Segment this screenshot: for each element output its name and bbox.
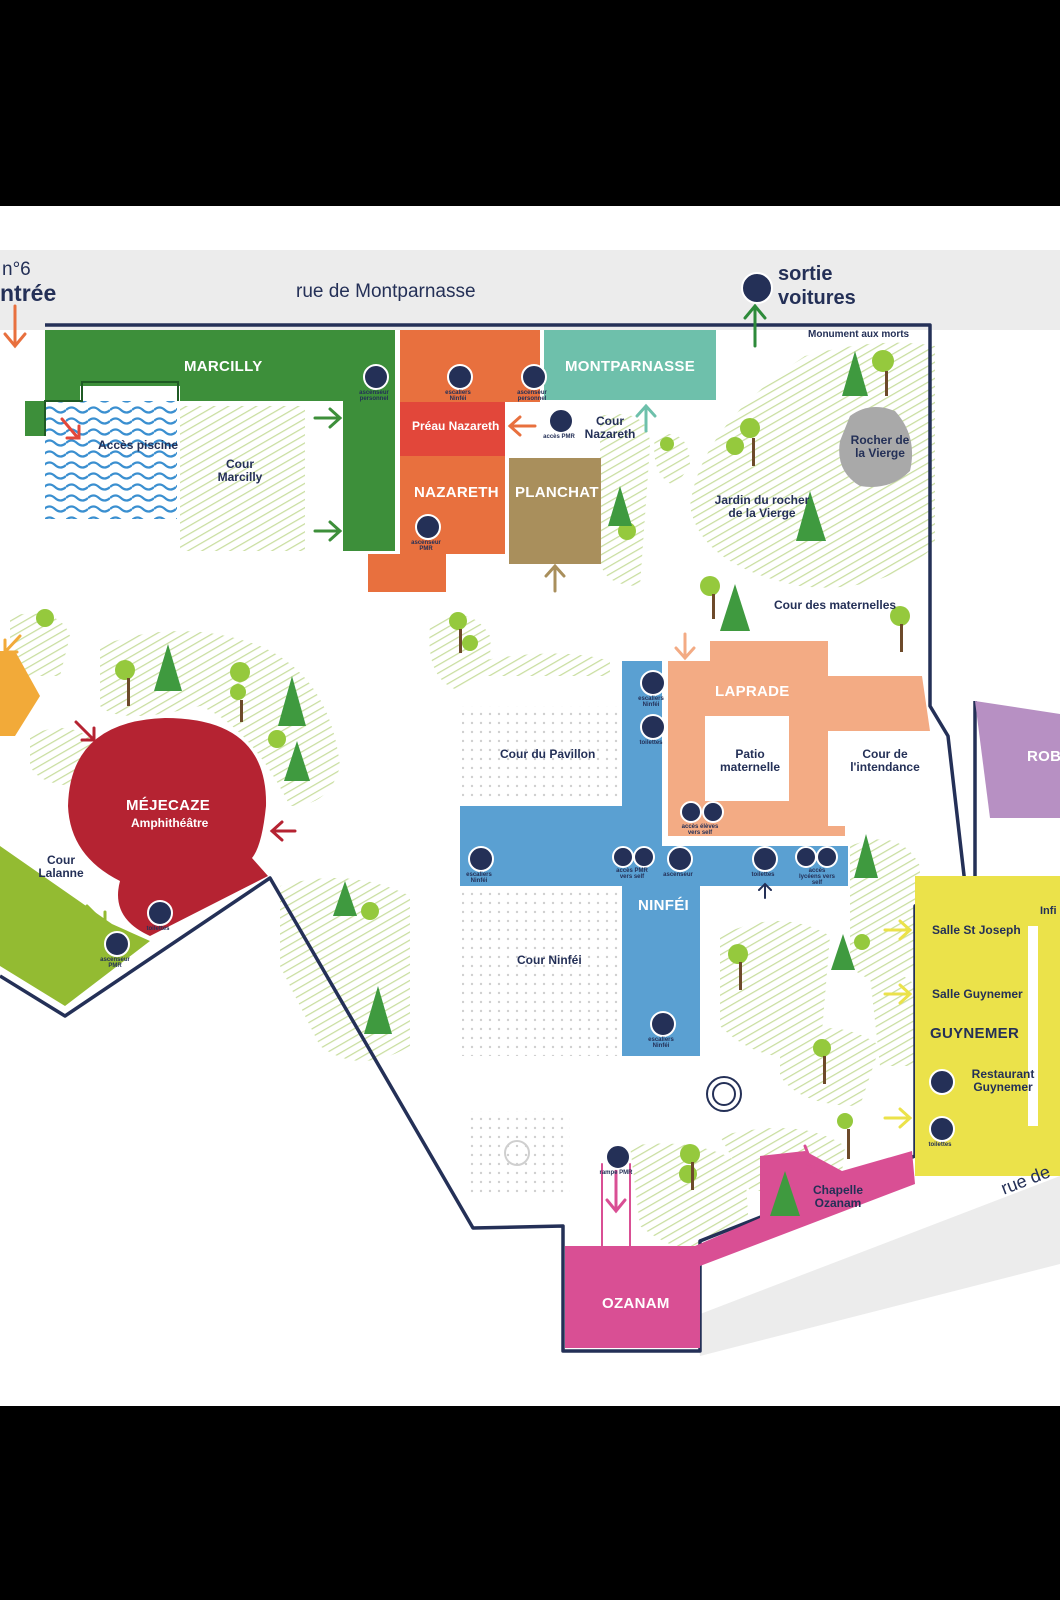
building-mejecaze — [68, 718, 268, 936]
building-lalanne — [0, 846, 150, 1006]
jardin-label: Jardin du rocher de la Vierge — [714, 493, 810, 520]
stairs-icon — [702, 801, 724, 823]
elevator-pmr-icon — [415, 514, 441, 540]
cour-ninfei-label: Cour Ninféi — [517, 953, 582, 967]
car-icon — [741, 272, 773, 304]
building-rob — [975, 701, 1060, 818]
esc-ninfei-caption-4: escaliers Ninféi — [648, 1037, 674, 1049]
building-ozanam — [565, 1151, 915, 1348]
stairs-icon — [447, 364, 473, 390]
stairs-icon — [468, 846, 494, 872]
esc-ninfei-caption-2: escaliers Ninféi — [638, 696, 664, 708]
wheelchair-icon — [605, 1144, 631, 1170]
building-left-orange — [0, 651, 40, 736]
building-montparnasse — [544, 330, 716, 400]
campus-outline — [0, 323, 967, 1353]
toilets-icon — [147, 900, 173, 926]
acces-lyceens-self-caption: accès lycéens vers self — [798, 868, 836, 886]
asc-pmr-caption-2: ascenseur PMR — [100, 957, 130, 969]
rocher-label: Rocher de la Vierge — [850, 433, 910, 460]
infi-label: Infi — [1040, 905, 1057, 917]
cour-bottom-dots — [465, 1111, 570, 1196]
acces-pmr-self-caption: accès PMR vers self — [616, 868, 648, 880]
campus-map: n°6 ntrée rue de Montparnasse sortie voi… — [0, 206, 1060, 1406]
wheelchair-icon — [795, 846, 817, 868]
esc-ninfei-caption: escaliers Ninféi — [445, 390, 471, 402]
sortie-label: sortie — [778, 263, 833, 285]
acces-eleves-self-caption: accès élèves vers self — [681, 824, 719, 836]
toilettes-caption-4: toilettes — [928, 1142, 952, 1148]
monument-label: Monument aux morts — [808, 329, 910, 340]
cour-marcilly-label: Cour Marcilly — [217, 457, 263, 484]
wheelchair-icon — [612, 846, 634, 868]
marcilly-label: MARCILLY — [184, 358, 263, 375]
building-guynemer — [915, 876, 1060, 1176]
gazebo — [504, 1140, 530, 1166]
fountain — [706, 1076, 742, 1112]
rocher-vierge — [839, 407, 913, 487]
street-montparnasse — [0, 250, 1060, 330]
asc-personnel-caption: ascenseur personnel — [359, 390, 389, 402]
elevator-icon — [667, 846, 693, 872]
stairs-icon — [816, 846, 838, 868]
toilets-icon — [640, 714, 666, 740]
toilets-icon — [929, 1116, 955, 1142]
toilettes-caption-2: toilettes — [751, 872, 775, 878]
planchat-label: PLANCHAT — [515, 484, 599, 501]
building-nazareth — [368, 330, 540, 592]
voitures-label: voitures — [778, 287, 856, 309]
asc-personnel-caption-2: ascenseur personnel — [517, 390, 547, 402]
ascenseur-caption: ascenseur — [663, 872, 693, 878]
asc-pmr-caption: ascenseur PMR — [411, 540, 441, 552]
cour-lalanne-label: Cour Lalanne — [38, 853, 84, 880]
rob-label: ROB — [1027, 748, 1060, 765]
building-planchat — [509, 458, 601, 564]
gate-entry: ntrée — [0, 280, 57, 306]
ninfei-label: NINFÉI — [638, 897, 689, 914]
wheelchair-icon — [680, 801, 702, 823]
guynemer-label: GUYNEMER — [930, 1025, 1020, 1042]
chapelle-label: Chapelle Ozanam — [812, 1183, 863, 1210]
acces-pmr-caption: accès PMR — [543, 434, 575, 440]
cour-nazareth-label: Cour Nazareth — [584, 414, 636, 441]
trees — [36, 350, 910, 1216]
building-marcilly — [25, 330, 395, 551]
wheelchair-icon — [548, 408, 574, 434]
street-bottom — [695, 1176, 1060, 1356]
toilettes-caption-3: toilettes — [146, 926, 170, 932]
stairs-icon — [650, 1011, 676, 1037]
gate-number: n°6 — [2, 259, 31, 280]
montparnasse-label: MONTPARNASSE — [565, 358, 695, 375]
salle-guynemer-label: Salle Guynemer — [932, 987, 1023, 1001]
rampe-pmr-caption: rampe PMR — [599, 1170, 633, 1176]
cour-pavillon — [462, 706, 622, 801]
restaurant-icon — [929, 1069, 955, 1095]
elevator-pmr-icon — [104, 931, 130, 957]
elevator-icon — [521, 364, 547, 390]
amphi-label: Amphithéâtre — [131, 816, 209, 830]
street-montparnasse-label: rue de Montparnasse — [296, 281, 476, 302]
laprade-label: LAPRADE — [715, 683, 790, 700]
patio-maternelle — [705, 716, 789, 801]
preau-label: Préau Nazareth — [412, 419, 500, 433]
patio-label: Patio maternelle — [720, 747, 781, 774]
cour-maternelles-label: Cour des maternelles — [774, 598, 897, 612]
stairs-icon — [640, 670, 666, 696]
elevator-icon — [363, 364, 389, 390]
ozanam-label: OZANAM — [602, 1295, 670, 1312]
acces-piscine-label: Accès piscine — [98, 438, 179, 452]
mejecaze-label: MÉJECAZE — [126, 797, 211, 814]
restaurant-label: Restaurant Guynemer — [971, 1067, 1035, 1094]
arrows — [3, 303, 913, 1247]
toilettes-caption: toilettes — [639, 740, 663, 746]
cour-pavillon-label: Cour du Pavillon — [500, 747, 596, 761]
nazareth-label: NAZARETH — [414, 484, 499, 501]
salle-stjoseph-label: Salle St Joseph — [932, 923, 1021, 937]
cour-ninfei — [462, 891, 622, 1056]
esc-ninfei-caption-3: escaliers Ninféi — [466, 872, 492, 884]
elevator-pmr-icon — [633, 846, 655, 868]
cour-intendance-label: Cour de l'intendance — [850, 747, 920, 774]
toilets-icon — [752, 846, 778, 872]
